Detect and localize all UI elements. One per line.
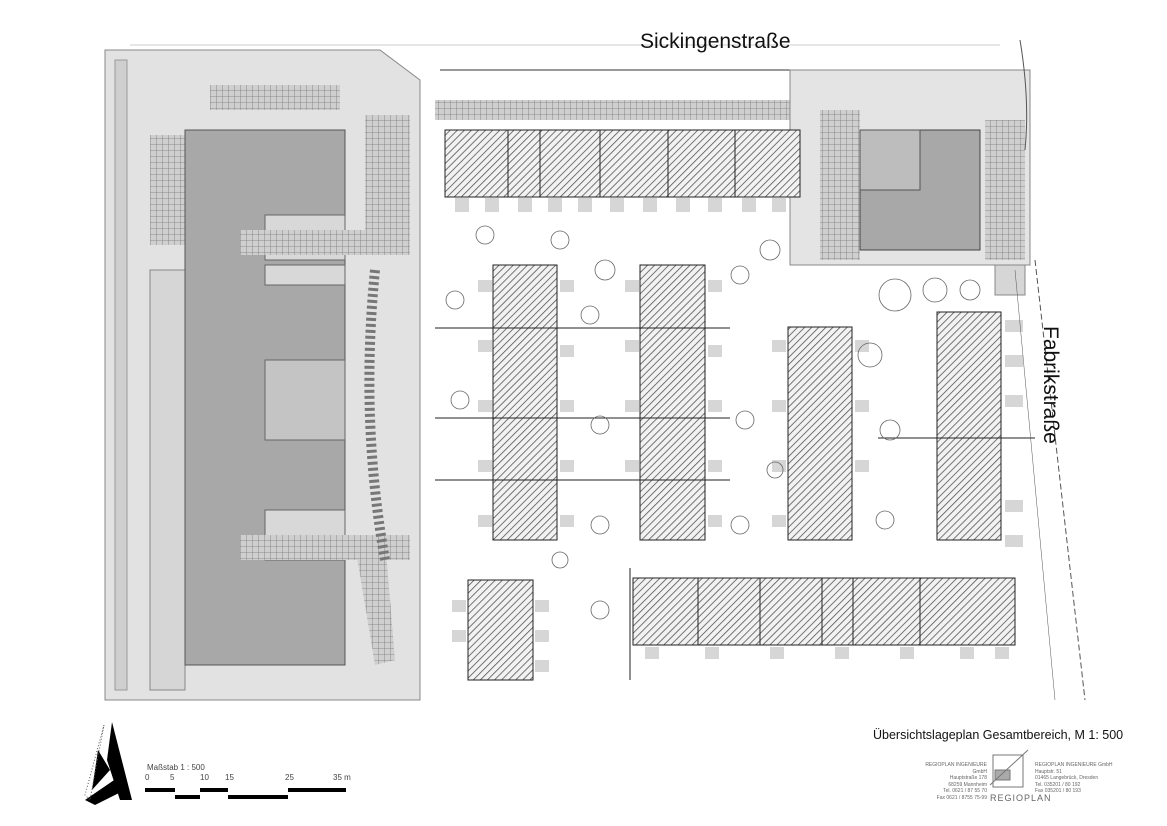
logo-text: REGIOPLAN <box>990 793 1052 803</box>
address-line: Tel. 0621 / 87 55 70 <box>943 788 987 794</box>
address-left: REGIOPLAN INGENIEURE GmbH Hauptstraße 17… <box>912 762 987 801</box>
row-houses <box>435 129 1035 681</box>
address-line: Tel. 035201 / 80 192 <box>1035 781 1081 788</box>
address-line: Fax 0621 / 8755 75-99 <box>936 794 987 801</box>
street-label-sickingenstrasse: Sickingenstraße <box>640 30 791 53</box>
west-building-complex <box>104 49 421 701</box>
trees <box>445 225 981 620</box>
address-right: REGIOPLAN INGENIEURE GmbH Hauptstr. 51 0… <box>1035 762 1120 795</box>
scale-tick: 5 <box>170 773 175 782</box>
address-line: 01465 Langebrück, Dresden <box>1035 775 1099 781</box>
address-line: Hauptstraße 178 <box>949 775 987 781</box>
address-line: Fax 035201 / 80 193 <box>1035 788 1081 794</box>
scale-tick: 0 <box>145 773 150 782</box>
northeast-building <box>789 69 1031 296</box>
scale-tick: 15 <box>225 773 234 782</box>
scale-bar <box>145 788 346 799</box>
address-line: Hauptstr. 51 <box>1035 768 1062 775</box>
scale-tick: 25 <box>285 773 294 782</box>
parking-spaces <box>452 198 1023 672</box>
fabrikstrasse <box>1014 39 1086 701</box>
sickingenstrasse-sidewalk <box>435 100 820 120</box>
address-line: REGIOPLAN INGENIEURE GmbH <box>925 762 987 775</box>
plan-title: Übersichtslageplan Gesamtbereich, M 1: 5… <box>873 728 1124 742</box>
scale-tick: 10 <box>200 773 209 782</box>
north-arrow-icon <box>84 722 132 805</box>
address-line: REGIOPLAN INGENIEURE GmbH <box>1035 762 1113 768</box>
street-label-fabrikstrasse: Fabrikstraße <box>1039 326 1062 444</box>
regioplan-logo <box>989 749 1029 788</box>
address-line: 68259 Mannheim <box>948 781 987 788</box>
scale-tick: 35 m <box>333 773 351 782</box>
scale-label: Maßstab 1 : 500 <box>147 763 205 772</box>
